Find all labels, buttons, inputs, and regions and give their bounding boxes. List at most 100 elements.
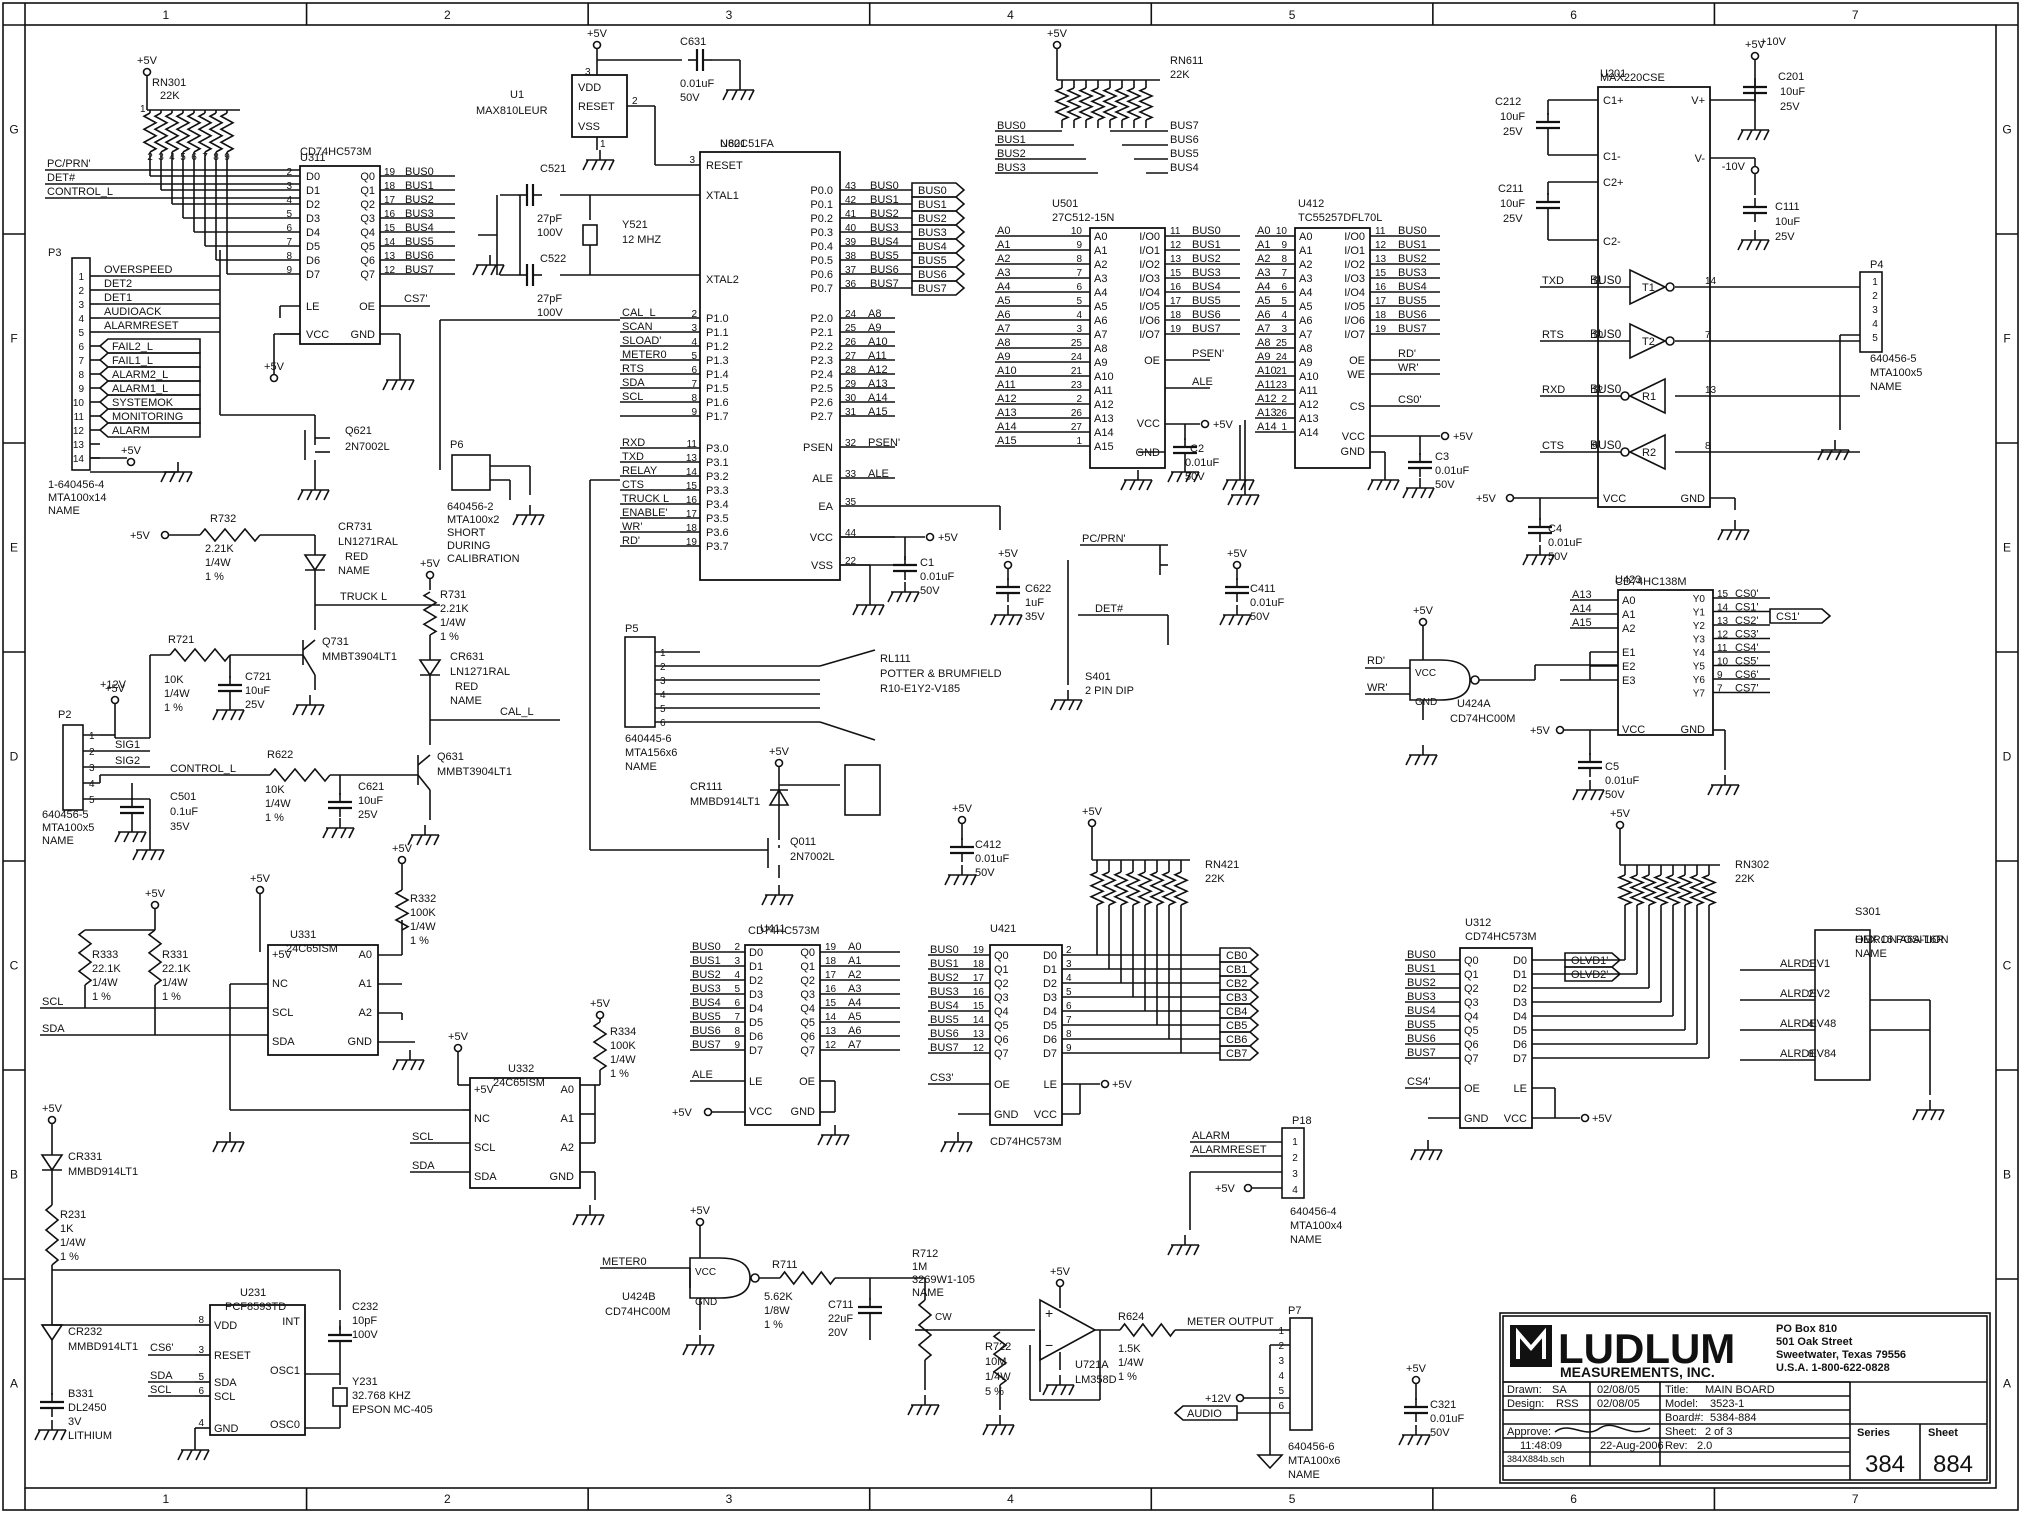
label: BUS3 <box>997 162 1026 174</box>
ground-symbol <box>1746 129 1753 141</box>
label: PC/PRN' <box>47 158 91 170</box>
signal-flag-label: BUS6 <box>918 269 947 281</box>
power-label: +5V <box>587 28 608 40</box>
label: 50V <box>1548 551 1568 563</box>
label: 9 <box>734 1040 740 1051</box>
p6-connector <box>451 454 491 491</box>
label: 1/4W <box>985 1371 1011 1383</box>
label: 1 <box>1076 436 1082 447</box>
power-terminal <box>425 570 435 580</box>
ground-symbol <box>203 1449 210 1461</box>
pin-number: 5 <box>1278 1386 1284 1397</box>
label: SDA <box>150 1370 173 1382</box>
zone-row-label: A <box>2003 1377 2011 1391</box>
label: BUS1 <box>405 180 434 192</box>
signal-flag <box>98 408 201 424</box>
label: P2.3 <box>810 355 833 367</box>
label: 19 <box>686 537 698 548</box>
label: SCAN <box>622 321 653 333</box>
label: BUS4 <box>1398 281 1427 293</box>
pin-number: 4 <box>89 779 95 790</box>
pin-number: 2 <box>1872 291 1878 302</box>
label: P5 <box>625 623 638 635</box>
label: +5V <box>474 1084 495 1096</box>
terminal <box>1555 725 1565 735</box>
pin-number: 6 <box>1278 1401 1284 1412</box>
label: BUS0 <box>1590 438 1622 452</box>
ground-symbol <box>1717 529 1724 541</box>
label: A13 <box>997 407 1017 419</box>
label: 11 <box>1717 643 1728 654</box>
label: 1/4W <box>440 617 466 629</box>
label: CD74HC573M <box>1465 931 1537 943</box>
label: 50V <box>680 92 700 104</box>
label: D2 <box>749 975 763 987</box>
label: SDA <box>272 1036 295 1048</box>
label: I/O0 <box>1139 231 1160 243</box>
power-label: +5V <box>769 746 790 758</box>
zone-col-label: 3 <box>726 1492 733 1506</box>
label: A9 <box>997 351 1010 363</box>
label: BUS5 <box>1192 295 1221 307</box>
label: 50V <box>1250 611 1270 623</box>
label: BUS2 <box>1407 977 1436 989</box>
label: ALARM <box>1192 1130 1230 1142</box>
label: 5 <box>1281 296 1287 307</box>
label: +12V <box>100 679 127 691</box>
approve-signature <box>1554 1424 1651 1433</box>
label: CD74HC573M <box>300 146 372 158</box>
label: 50V <box>1605 789 1625 801</box>
label: P3.0 <box>706 443 729 455</box>
label: RED <box>345 551 368 563</box>
ground-symbol <box>407 834 414 846</box>
signal-flag <box>1219 1045 1260 1061</box>
label: C201 <box>1778 71 1804 83</box>
label: Q1 <box>360 185 375 197</box>
label: BUS5 <box>1407 1019 1436 1031</box>
label: Q2 <box>800 975 815 987</box>
title-block-text: 884 <box>1933 1451 1973 1478</box>
label: 10uF <box>1500 111 1525 123</box>
label: D3 <box>749 989 763 1001</box>
ground-symbol <box>132 849 139 861</box>
label: A7 <box>1094 329 1107 341</box>
label: 43 <box>845 181 857 192</box>
label: BUS6 <box>1398 309 1427 321</box>
ground-symbol <box>1016 614 1023 626</box>
pin-number: 3 <box>1292 1169 1298 1180</box>
signal-flag-label: BUS2 <box>918 213 947 225</box>
relay-coil <box>844 764 881 816</box>
label: Y5 <box>1693 662 1706 673</box>
ground-symbol <box>158 849 165 861</box>
signal-flag-label: BUS5 <box>918 255 947 267</box>
ground-symbol <box>905 591 912 603</box>
label: 9 <box>1076 240 1082 251</box>
title-block-text: 3523-1 <box>1710 1398 1744 1410</box>
power-terminal <box>695 1217 705 1227</box>
rn302-resistor <box>1640 874 1658 906</box>
u201-body <box>1597 86 1711 508</box>
label: C2- <box>1603 236 1621 248</box>
title-block-cell <box>1499 1312 1991 1484</box>
ground-symbol <box>401 1059 408 1071</box>
opamp-minus: − <box>1045 1337 1053 1353</box>
label: 2 <box>691 309 697 320</box>
u331-body <box>267 944 379 1056</box>
label: 12 <box>1170 240 1182 251</box>
rn611-resistor <box>1102 87 1118 121</box>
label: MTA100x14 <box>48 492 107 504</box>
label: 2 <box>1066 945 1072 956</box>
signal-flag <box>911 196 966 212</box>
ground-symbol <box>43 1429 50 1441</box>
label: P2.0 <box>810 313 833 325</box>
label: LM358D <box>1075 1374 1117 1386</box>
rn611-resistor <box>1126 87 1142 121</box>
rn611-resistor <box>1138 87 1154 121</box>
label: NAME <box>42 835 74 847</box>
ground-symbol <box>123 831 130 843</box>
label: I/O4 <box>1344 287 1365 299</box>
label: 640456-5 <box>1870 353 1917 365</box>
signal-flag-label: BUS0 <box>918 185 947 197</box>
label: DET# <box>1095 603 1124 615</box>
pin-number: 8 <box>78 370 84 381</box>
